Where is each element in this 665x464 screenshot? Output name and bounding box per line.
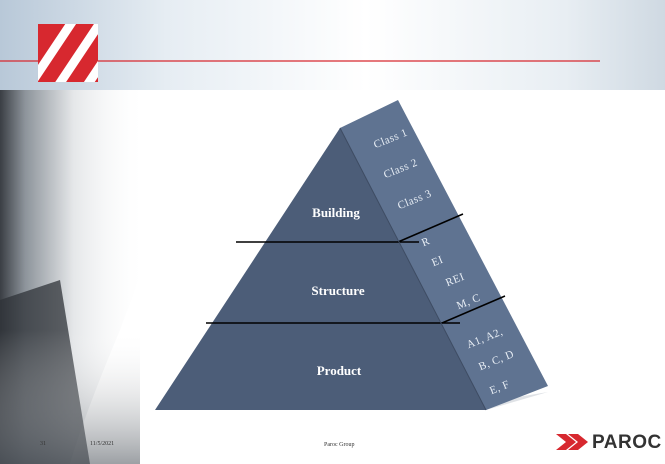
pyramid-side-face [340, 100, 548, 410]
side-separator-1 [397, 213, 464, 243]
side-separator-2 [441, 295, 506, 324]
paroc-chevron-icon [556, 434, 588, 450]
layer-label-structure: Structure [311, 283, 365, 298]
paroc-logo-text: PAROC [592, 432, 662, 453]
footer-page-number: 31 [40, 441, 46, 447]
pyramid-front-face [155, 128, 486, 410]
footer-date: 11/5/2021 [90, 441, 115, 447]
background-photo-shade [0, 330, 140, 464]
header-band [0, 0, 665, 90]
paroc-logo: PAROC [557, 432, 662, 454]
layer-label-product: Product [316, 363, 362, 378]
layer-label-building: Building [312, 205, 360, 220]
striped-logo [38, 24, 98, 82]
footer-company: Paroc Group [324, 442, 355, 448]
pyramid-edge [339, 127, 487, 411]
